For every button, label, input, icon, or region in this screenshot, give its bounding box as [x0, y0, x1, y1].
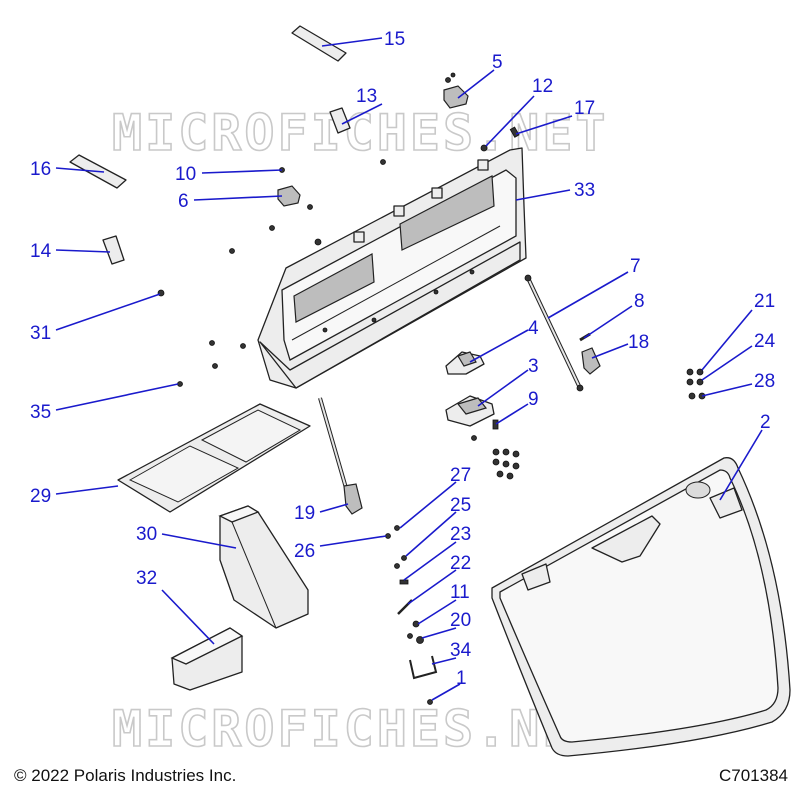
part-15-strip — [291, 25, 347, 62]
fasteners — [157, 126, 520, 387]
part-5-latch — [443, 72, 469, 109]
callout-1: 1 — [456, 668, 467, 689]
callout-4: 4 — [528, 318, 539, 339]
part-3-latch — [445, 395, 495, 441]
callout-24: 24 — [754, 331, 776, 352]
part-19-strut — [318, 397, 363, 515]
callout-31: 31 — [30, 323, 51, 344]
callout-13: 13 — [356, 86, 377, 107]
callouts: 15 5 12 13 17 16 10 6 33 14 7 8 21 4 18 … — [30, 29, 776, 689]
callout-28: 28 — [754, 371, 775, 392]
callout-26: 26 — [294, 541, 315, 562]
callout-34: 34 — [450, 640, 472, 661]
watermark-bottom: MICROFICHES.NET — [112, 700, 609, 758]
part-30-block — [218, 505, 309, 629]
part-6-latch — [277, 167, 301, 207]
callout-25: 25 — [450, 495, 471, 516]
part-13-tag — [329, 107, 351, 134]
part-2-lid — [491, 457, 791, 757]
small-parts-column — [385, 525, 438, 705]
callout-21: 21 — [754, 291, 775, 312]
part-33-tray — [257, 147, 527, 389]
callout-12: 12 — [532, 76, 553, 97]
callout-3: 3 — [528, 356, 539, 377]
callout-19: 19 — [294, 503, 315, 524]
callout-7: 7 — [630, 256, 641, 277]
callout-10: 10 — [175, 164, 196, 185]
callout-8: 8 — [634, 291, 645, 312]
nut-cluster — [492, 448, 520, 480]
part-7-strut — [524, 274, 584, 392]
figure-code: C701384 — [718, 766, 788, 785]
part-32-block — [170, 627, 244, 691]
copyright-notice: © 2022 Polaris Industries Inc. — [14, 766, 237, 785]
part-9-bolt — [492, 419, 499, 430]
part-14-tag — [102, 235, 125, 265]
callout-32: 32 — [136, 568, 157, 589]
callout-16: 16 — [30, 159, 51, 180]
part-18-bracket — [581, 347, 601, 375]
callout-5: 5 — [492, 52, 503, 73]
callout-35: 35 — [30, 402, 51, 423]
callout-17: 17 — [574, 98, 595, 119]
callout-18: 18 — [628, 332, 649, 353]
leader-lines — [55, 37, 763, 701]
callout-15: 15 — [384, 29, 405, 50]
part-29-frame — [117, 403, 311, 513]
callout-11: 11 — [450, 582, 470, 603]
callout-23: 23 — [450, 524, 471, 545]
part-4-latch — [445, 351, 485, 375]
parts-21-24-28 — [686, 368, 706, 400]
callout-6: 6 — [178, 191, 189, 212]
callout-27: 27 — [450, 465, 471, 486]
callout-14: 14 — [30, 241, 52, 262]
callout-9: 9 — [528, 389, 539, 410]
callout-30: 30 — [136, 524, 157, 545]
callout-2: 2 — [760, 412, 771, 433]
watermark-top: MICROFICHES.NET — [112, 104, 609, 162]
callout-33: 33 — [574, 180, 595, 201]
callout-22: 22 — [450, 553, 471, 574]
callout-29: 29 — [30, 486, 51, 507]
callout-20: 20 — [450, 610, 471, 631]
